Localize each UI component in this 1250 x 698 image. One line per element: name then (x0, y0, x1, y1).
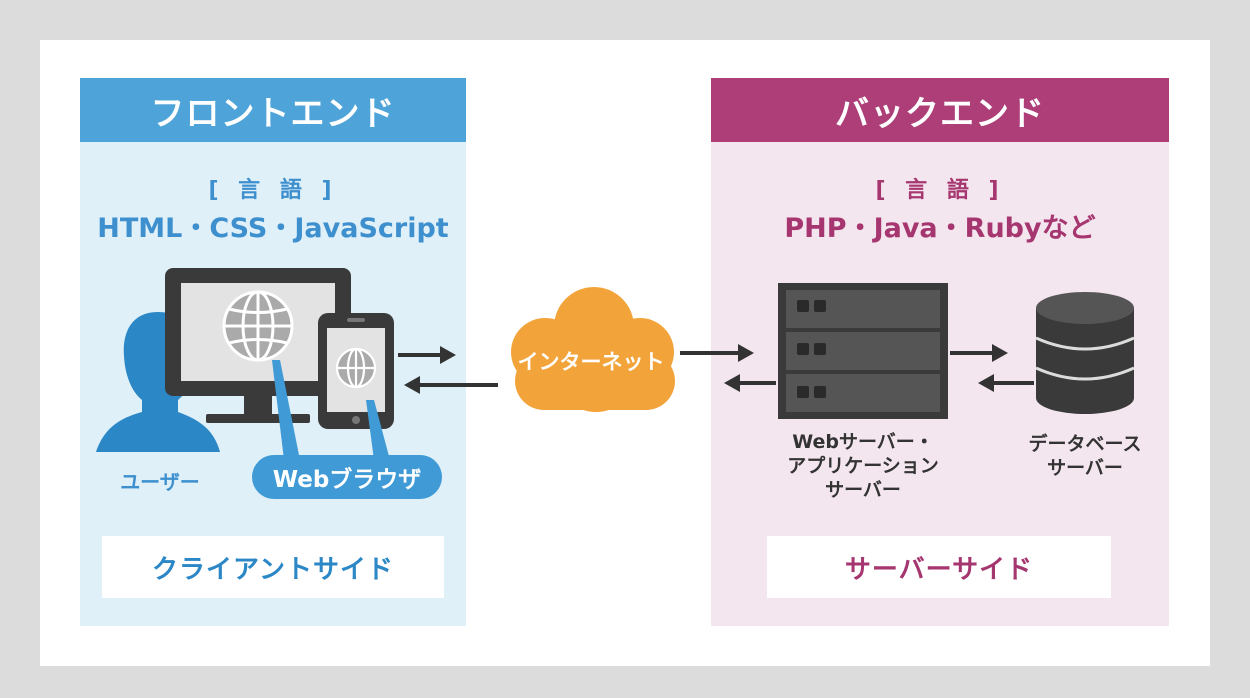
user-label: ユーザー (120, 470, 200, 494)
globe-icon-phone (335, 347, 377, 389)
globe-icon (222, 290, 294, 362)
arrow-right-icon (398, 346, 456, 364)
frontend-languages: HTML・CSS・JavaScript (97, 213, 449, 244)
server-label-line: サーバー (825, 479, 901, 501)
server-label-line: アプリケーション (787, 455, 939, 477)
server-side-label: サーバーサイド (767, 536, 1111, 598)
database-label: データベース サーバー (1005, 432, 1165, 480)
backend-title: バックエンド (711, 78, 1169, 142)
client-side-label: クライアントサイド (102, 536, 444, 598)
database-label-line: サーバー (1047, 457, 1123, 479)
server-rack-icon (778, 283, 948, 419)
database-icon (1035, 292, 1135, 414)
backend-languages: PHP・Java・Rubyなど (784, 213, 1096, 244)
frontend-lang-heading: [ 言 語 ] (208, 178, 338, 203)
server-label-line: Webサーバー・ (792, 431, 934, 453)
arrow-left-icon-2 (724, 374, 776, 392)
backend-lang-heading: [ 言 語 ] (875, 178, 1005, 203)
arrow-left-icon-3 (978, 374, 1034, 392)
frontend-title: フロントエンド (80, 78, 466, 142)
cloud-icon (511, 287, 675, 412)
web-browser-label: Webブラウザ (252, 455, 442, 499)
arrow-left-icon (404, 376, 498, 394)
internet-label: インターネット (517, 350, 665, 374)
server-label: Webサーバー・ アプリケーション サーバー (758, 430, 968, 502)
browser-pointer (272, 360, 390, 460)
arrow-right-icon-2 (680, 344, 754, 362)
arrow-right-icon-3 (950, 344, 1008, 362)
database-label-line: データベース (1028, 433, 1142, 455)
